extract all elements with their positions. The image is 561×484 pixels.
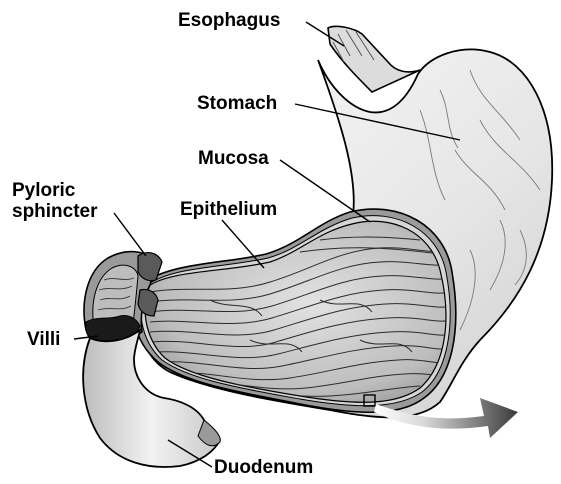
- pyloric-label-line2: sphincter: [12, 201, 98, 222]
- villi-label: Villi: [27, 329, 60, 350]
- stomach-label: Stomach: [197, 93, 277, 114]
- pyloric-label-line1: Pyloric: [12, 180, 98, 201]
- epithelium-label: Epithelium: [180, 199, 277, 220]
- pyloric-sphincter-label: Pyloric sphincter: [12, 180, 98, 222]
- esophagus-label: Esophagus: [178, 10, 280, 31]
- mucosa-label: Mucosa: [198, 148, 269, 169]
- duodenum-label: Duodenum: [214, 457, 313, 478]
- pyloric-sphincter-leader: [114, 213, 146, 256]
